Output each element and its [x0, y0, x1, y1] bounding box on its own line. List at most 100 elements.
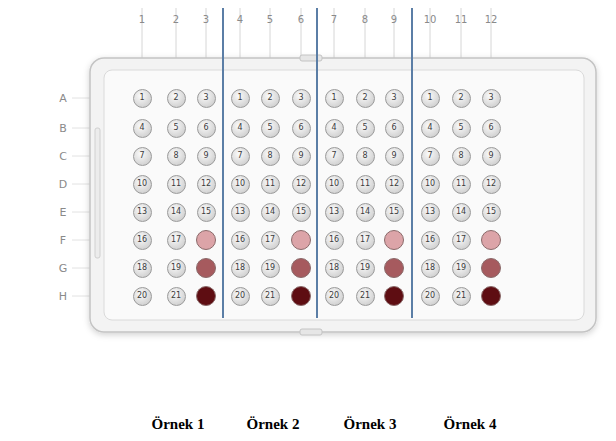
well-number: 19 — [171, 264, 181, 272]
filled-well — [292, 287, 311, 306]
row-letter: D — [59, 179, 67, 190]
well-number: 8 — [458, 152, 463, 160]
filled-well — [197, 259, 216, 278]
numbered-well: 5 — [167, 119, 186, 138]
numbered-well: 20 — [421, 287, 440, 306]
numbered-well: 18 — [325, 259, 344, 278]
numbered-well: 2 — [261, 89, 280, 108]
numbered-well: 17 — [452, 231, 471, 250]
plate-notch — [95, 128, 100, 258]
well-number: 7 — [331, 152, 336, 160]
well-number: 12 — [389, 180, 399, 188]
well-number: 17 — [171, 236, 181, 244]
numbered-well: 19 — [167, 259, 186, 278]
well-number: 6 — [391, 124, 396, 132]
well-number: 16 — [425, 236, 435, 244]
plate-notch — [300, 55, 322, 61]
filled-well — [482, 231, 501, 250]
row-letter: F — [60, 235, 66, 246]
well-number: 3 — [391, 94, 396, 102]
well-number: 5 — [458, 124, 463, 132]
numbered-well: 20 — [231, 287, 250, 306]
well-number: 9 — [203, 152, 208, 160]
well-number: 5 — [267, 124, 272, 132]
well-number: 13 — [425, 208, 435, 216]
numbered-well: 4 — [325, 119, 344, 138]
well-number: 2 — [267, 94, 272, 102]
plate-deck — [104, 70, 584, 320]
well-number: 8 — [173, 152, 178, 160]
well-number: 6 — [298, 124, 303, 132]
well-number: 11 — [171, 180, 181, 188]
well-number: 11 — [456, 180, 466, 188]
well-number: 17 — [456, 236, 466, 244]
well-number: 15 — [201, 208, 211, 216]
well-number: 6 — [203, 124, 208, 132]
well-number: 12 — [201, 180, 211, 188]
numbered-well: 13 — [325, 203, 344, 222]
filled-well — [482, 287, 501, 306]
column-number: 7 — [331, 15, 337, 25]
numbered-well: 12 — [292, 175, 311, 194]
sample-label: Örnek 2 — [247, 417, 300, 432]
numbered-well: 6 — [385, 119, 404, 138]
well-number: 10 — [235, 180, 245, 188]
row-guides — [72, 98, 92, 296]
sample-label: Örnek 3 — [344, 417, 397, 432]
column-number: 5 — [267, 15, 273, 25]
numbered-well: 12 — [482, 175, 501, 194]
numbered-well: 6 — [197, 119, 216, 138]
well-number: 6 — [488, 124, 493, 132]
numbered-well: 21 — [452, 287, 471, 306]
numbered-well: 10 — [325, 175, 344, 194]
numbered-well: 18 — [133, 259, 152, 278]
column-number: 6 — [298, 15, 304, 25]
numbered-well: 8 — [356, 147, 375, 166]
column-number: 9 — [391, 15, 397, 25]
well-number: 20 — [425, 292, 435, 300]
plate-body — [90, 58, 596, 332]
well-number: 16 — [235, 236, 245, 244]
numbered-well: 9 — [482, 147, 501, 166]
numbered-well: 16 — [231, 231, 250, 250]
well-number: 1 — [139, 94, 144, 102]
well-number: 20 — [235, 292, 245, 300]
numbered-well: 5 — [356, 119, 375, 138]
well-number: 14 — [360, 208, 370, 216]
numbered-well: 2 — [452, 89, 471, 108]
numbered-well: 20 — [133, 287, 152, 306]
well-number: 14 — [456, 208, 466, 216]
well-number: 19 — [360, 264, 370, 272]
filled-well — [197, 287, 216, 306]
column-number: 11 — [455, 15, 468, 25]
numbered-well: 13 — [133, 203, 152, 222]
numbered-well: 4 — [231, 119, 250, 138]
well-number: 10 — [137, 180, 147, 188]
numbered-well: 15 — [385, 203, 404, 222]
well-number: 2 — [362, 94, 367, 102]
well-number: 7 — [139, 152, 144, 160]
numbered-well: 5 — [261, 119, 280, 138]
well-number: 21 — [360, 292, 370, 300]
numbered-well: 5 — [452, 119, 471, 138]
well-number: 10 — [329, 180, 339, 188]
plate-notch — [300, 329, 322, 335]
well-number: 19 — [456, 264, 466, 272]
numbered-well: 2 — [356, 89, 375, 108]
well-number: 18 — [425, 264, 435, 272]
well-number: 19 — [265, 264, 275, 272]
numbered-well: 12 — [385, 175, 404, 194]
numbered-well: 14 — [261, 203, 280, 222]
numbered-well: 17 — [167, 231, 186, 250]
column-number: 10 — [424, 15, 437, 25]
well-number: 11 — [265, 180, 275, 188]
filled-well — [385, 259, 404, 278]
well-number: 3 — [298, 94, 303, 102]
well-number: 4 — [427, 124, 432, 132]
well-number: 15 — [389, 208, 399, 216]
well-number: 18 — [235, 264, 245, 272]
numbered-well: 8 — [452, 147, 471, 166]
well-number: 3 — [488, 94, 493, 102]
filled-well — [292, 259, 311, 278]
